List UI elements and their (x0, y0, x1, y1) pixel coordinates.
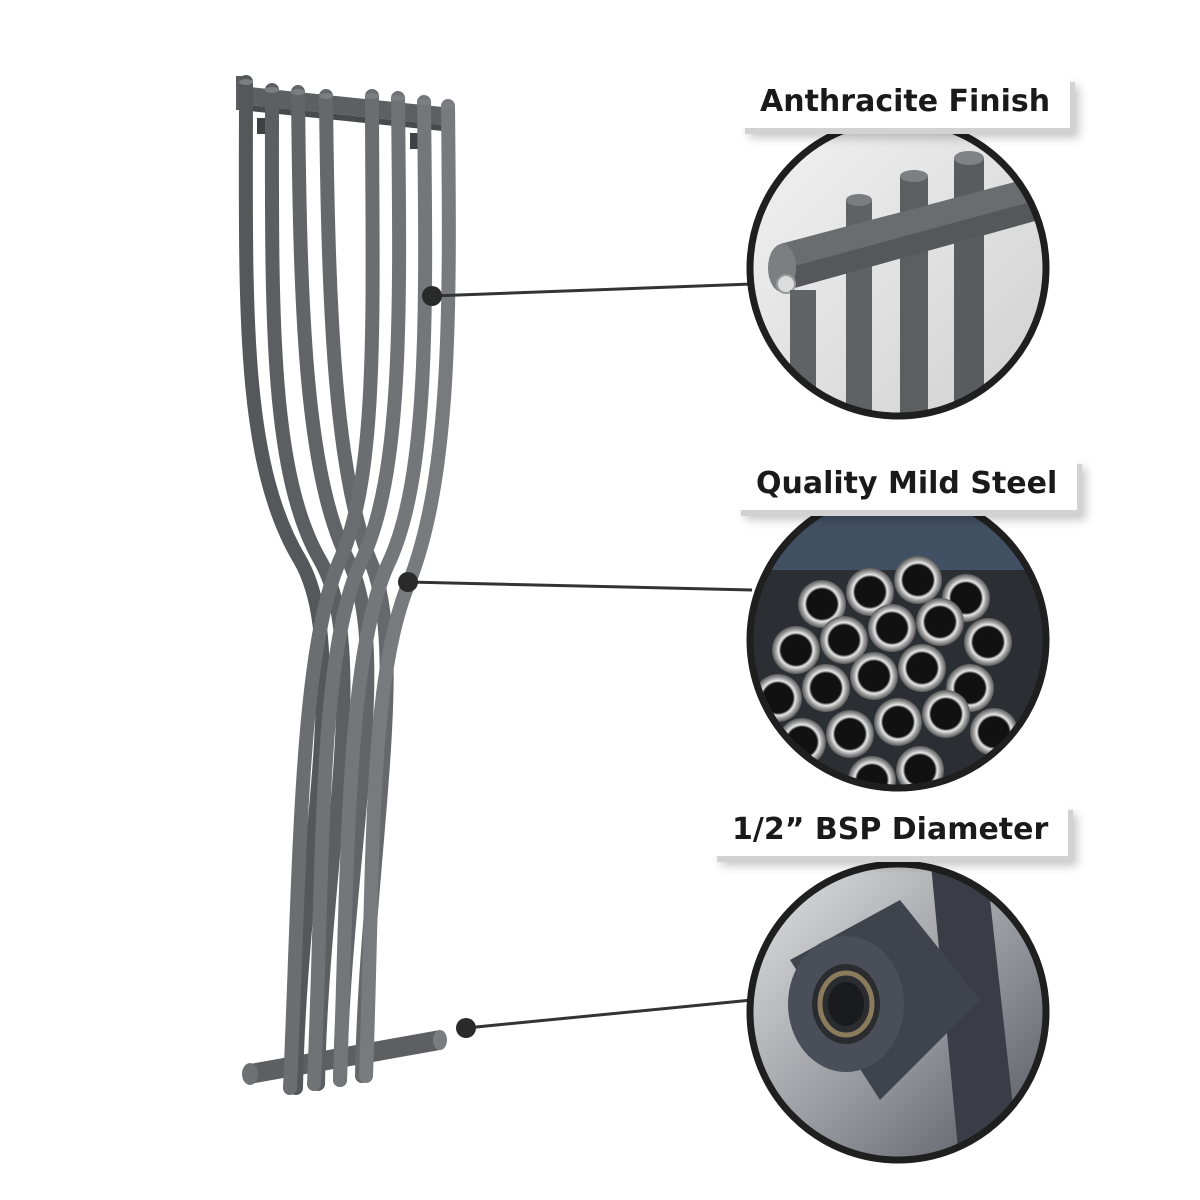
anthracite-finish-closeup-icon (746, 116, 1050, 420)
callout-line-bsp (456, 998, 753, 1038)
radiator-pipes (238, 75, 456, 1095)
callout-lines (398, 282, 753, 1038)
callout-line-finish (422, 282, 753, 306)
bsp-thread-closeup-icon (746, 860, 1050, 1164)
mild-steel-tubes-icon (746, 488, 1050, 792)
radiator-pipe-caps (239, 79, 455, 109)
callout-line-steel (398, 572, 753, 592)
feature-label-quality-mild-steel: Quality Mild Steel (736, 458, 1078, 510)
feature-label-bsp-diameter: 1/2” BSP Diameter (712, 804, 1069, 856)
feature-label-anthracite-finish: Anthracite Finish (740, 76, 1071, 128)
